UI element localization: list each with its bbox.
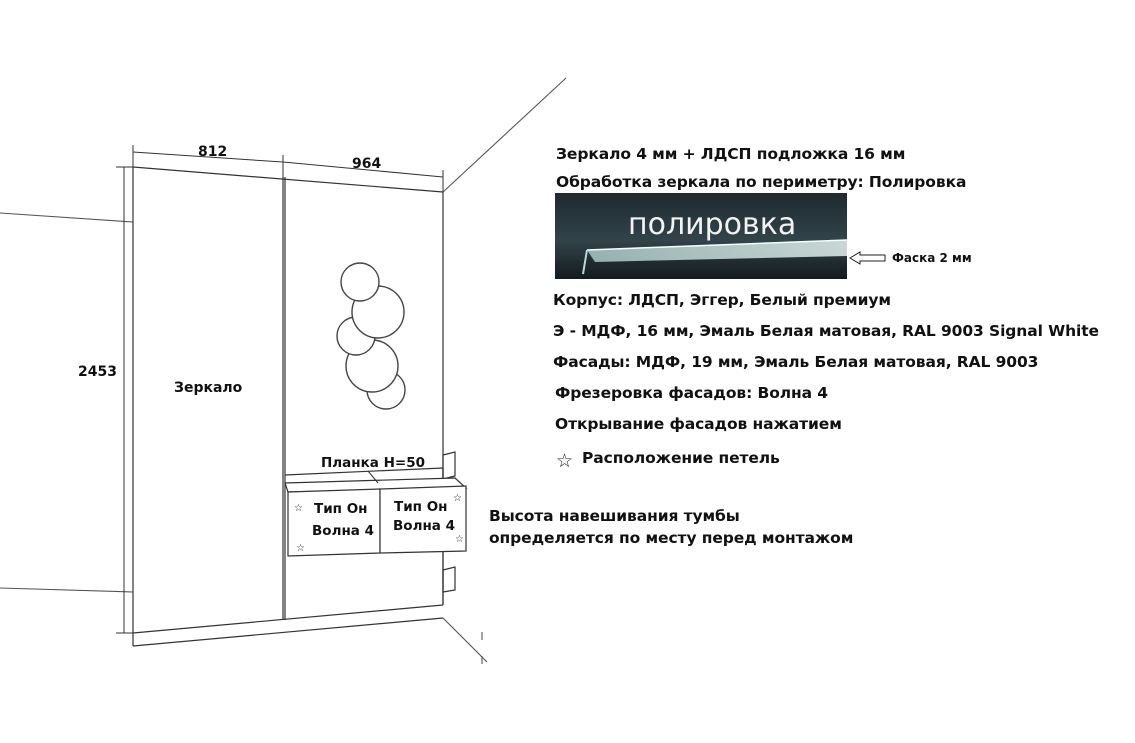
- note-line1: Высота навешивания тумбы: [489, 507, 740, 525]
- spec-mirror: Зеркало 4 мм + ЛДСП подложка 16 мм: [556, 145, 906, 163]
- chamfer-arrow-icon: [849, 251, 886, 265]
- wardrobe-outline: [132, 166, 456, 647]
- polish-image: полировка: [555, 193, 848, 279]
- hanging-cabinet: [284, 477, 468, 557]
- spec-e-mdf: Э - МДФ, 16 мм, Эмаль Белая матовая, RAL…: [553, 322, 1099, 340]
- dim-height: 2453: [78, 364, 117, 380]
- dim-width-right: 964: [352, 156, 381, 172]
- legend-star-icon: ☆: [556, 450, 573, 472]
- spec-body: Корпус: ЛДСП, Эггер, Белый премиум: [553, 291, 891, 309]
- facade-left-line1: Тип Он: [314, 501, 368, 517]
- polish-image-text: полировка: [628, 207, 796, 242]
- star-icon: ☆: [296, 543, 305, 554]
- dimension-lines: [116, 145, 444, 634]
- mirror-label: Зеркало: [174, 380, 243, 396]
- dim-width-left: 812: [198, 144, 227, 160]
- star-icon: ☆: [455, 534, 464, 545]
- spec-hinges: Расположение петель: [582, 449, 780, 467]
- note-line2: определяется по месту перед монтажом: [489, 529, 854, 547]
- room-walls: [0, 77, 567, 664]
- facade-right-line1: Тип Он: [394, 499, 448, 515]
- chamfer-label: Фаска 2 мм: [892, 251, 972, 265]
- spec-opening: Открывание фасадов нажатием: [555, 415, 842, 433]
- plank-label: Планка Н=50: [321, 455, 425, 471]
- spec-mirror-processing: Обработка зеркала по периметру: Полировк…: [556, 173, 967, 191]
- hinge-star-icons: ☆ ☆ ☆ ☆: [294, 493, 464, 554]
- facade-right-line2: Волна 4: [393, 518, 455, 534]
- facade-left-line2: Волна 4: [312, 523, 374, 539]
- decor-circles: [336, 262, 406, 410]
- star-icon: ☆: [294, 503, 303, 514]
- star-icon: ☆: [453, 493, 462, 504]
- spec-facades: Фасады: МДФ, 19 мм, Эмаль Белая матовая,…: [553, 353, 1039, 371]
- spec-milling: Фрезеровка фасадов: Волна 4: [555, 384, 828, 402]
- plank-leader: [367, 470, 379, 484]
